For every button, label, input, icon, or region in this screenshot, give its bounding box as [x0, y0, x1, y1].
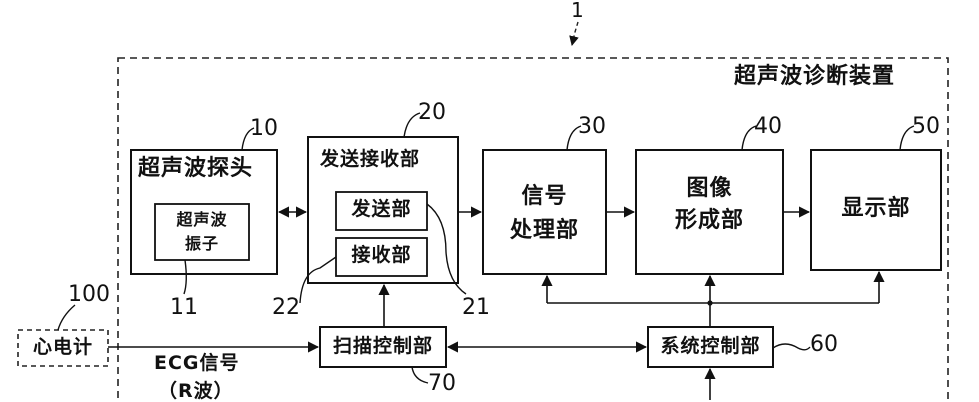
image-forming-label-2: 形成部	[674, 208, 744, 233]
probe-element-label-1: 超声波	[176, 210, 228, 229]
probe-element-label-2: 振子	[184, 234, 219, 253]
probe-element-num: 11	[170, 295, 198, 320]
tx-box	[335, 191, 428, 231]
ecg-box	[17, 329, 109, 367]
transceiver-num: 20	[418, 100, 446, 125]
signal-processing-label-2: 处理部	[509, 218, 579, 243]
rx-num: 22	[272, 295, 300, 320]
display-box	[810, 149, 942, 271]
system-control-label: 系统控制部	[660, 335, 761, 357]
tx-label: 发送部	[351, 198, 412, 220]
leader-70	[411, 366, 429, 384]
reference-numeral: 1	[571, 0, 584, 22]
ecg-signal-sub: （R波）	[158, 380, 234, 402]
probe-box	[130, 149, 278, 275]
reference-leader	[569, 21, 579, 46]
apparatus-title: 超声波诊断装置	[734, 64, 896, 89]
leader-20	[403, 112, 421, 138]
leader-100	[57, 304, 76, 331]
ecg-num: 100	[68, 282, 110, 307]
leader-10	[241, 127, 255, 151]
leader-60	[772, 343, 811, 351]
leader-30	[566, 125, 582, 151]
leader-11	[183, 259, 187, 295]
system-control-num: 60	[810, 332, 838, 357]
image-forming-num: 40	[754, 114, 782, 139]
leader-21	[426, 203, 467, 295]
rx-label: 接收部	[351, 244, 412, 266]
apparatus-boundary	[117, 57, 949, 400]
scan-control-label: 扫描控制部	[332, 335, 433, 357]
bus-junction	[707, 300, 713, 306]
signal-processing-box	[482, 149, 607, 275]
display-label: 显示部	[841, 196, 911, 221]
probe-element-box	[154, 203, 250, 261]
probe-label: 超声波探头	[138, 156, 254, 181]
scan-control-num: 70	[428, 371, 456, 396]
ecg-label: 心电计	[32, 336, 93, 358]
ecg-signal-label: ECG信号	[154, 352, 240, 374]
image-forming-label-1: 图像	[686, 176, 733, 201]
transceiver-label: 发送接收部	[320, 148, 421, 170]
scan-control-box	[319, 326, 447, 368]
leader-50	[899, 125, 915, 151]
signal-processing-num: 30	[578, 114, 606, 139]
display-num: 50	[912, 114, 940, 139]
signal-processing-label-1: 信号	[521, 184, 568, 209]
leader-40	[741, 125, 757, 151]
leader-22	[299, 256, 337, 304]
transceiver-box	[307, 136, 459, 284]
probe-num: 10	[250, 116, 278, 141]
tx-num: 21	[462, 295, 490, 320]
